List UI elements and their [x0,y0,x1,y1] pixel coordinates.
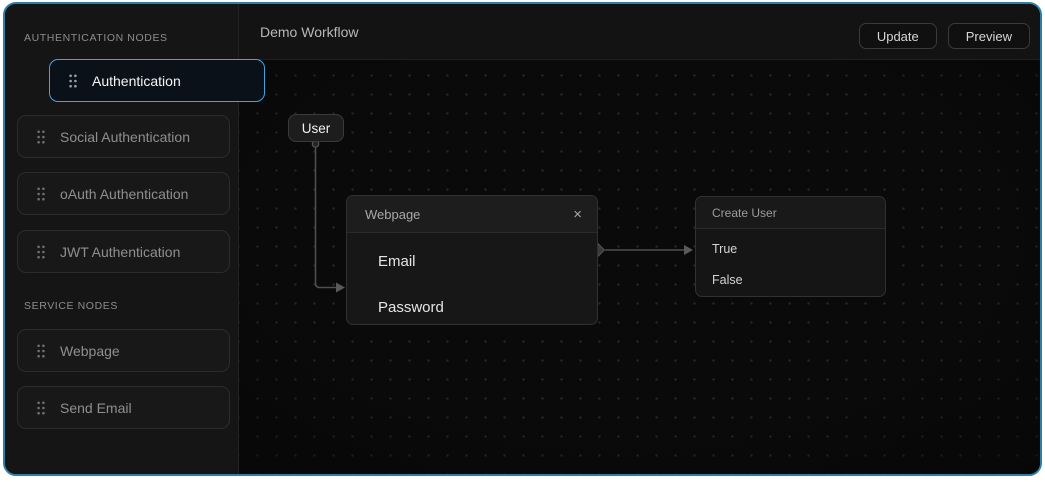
node-create-user[interactable]: Create User True False [695,196,886,297]
edge-webpage-createuser[interactable] [590,242,693,258]
sidebar-item-label: Social Authentication [60,128,190,145]
workflow-canvas[interactable]: User Webpage × Email Password Create Use… [239,60,1040,474]
arrowhead-icon [684,245,693,255]
edge-user-webpage[interactable] [311,140,345,293]
sidebar-item-label: JWT Authentication [60,243,181,260]
sidebar-item-send-email[interactable]: Send Email [17,386,230,429]
preview-button[interactable]: Preview [947,23,1030,49]
topbar-actions: Update Preview [858,4,1030,60]
node-header: Webpage × [347,196,597,233]
output-false: False [712,273,743,287]
field-password: Password [378,299,444,316]
arrowhead-icon [336,282,345,293]
sidebar-item-label: Authentication [92,72,181,89]
grip-icon[interactable] [37,401,45,415]
node-title: Webpage [365,206,421,222]
node-user[interactable]: User [288,114,344,142]
node-title: User [301,120,331,136]
grip-icon[interactable] [69,74,77,88]
sidebar-item-label: Webpage [60,342,120,359]
grip-icon[interactable] [37,344,45,358]
node-palette-sidebar: AUTHENTICATION NODES Authentication [5,4,265,474]
sidebar-item-oauth-authentication[interactable]: oAuth Authentication [17,172,230,215]
section-label-authentication-nodes: AUTHENTICATION NODES [24,32,168,44]
sidebar-item-authentication[interactable]: Authentication [49,59,265,102]
field-email: Email [378,253,416,270]
node-title: Create User [712,205,777,220]
close-icon[interactable]: × [573,205,582,223]
update-button[interactable]: Update [858,23,937,49]
section-label-service-nodes: SERVICE NODES [24,300,118,312]
grip-icon[interactable] [37,245,45,259]
sidebar-item-webpage[interactable]: Webpage [17,329,230,372]
topbar: Demo Workflow Update Preview [239,4,1040,60]
sidebar-item-jwt-authentication[interactable]: JWT Authentication [17,230,230,273]
sidebar-item-social-authentication[interactable]: Social Authentication [17,115,230,158]
sidebar-item-label: oAuth Authentication [60,185,189,202]
node-header: Create User [696,197,885,229]
grip-icon[interactable] [37,130,45,144]
node-webpage[interactable]: Webpage × Email Password [346,195,598,325]
output-true: True [712,242,738,256]
grip-icon[interactable] [37,187,45,201]
page-title: Demo Workflow [260,24,359,40]
app-window: AUTHENTICATION NODES Authentication [3,2,1042,476]
sidebar-item-label: Send Email [60,399,132,416]
